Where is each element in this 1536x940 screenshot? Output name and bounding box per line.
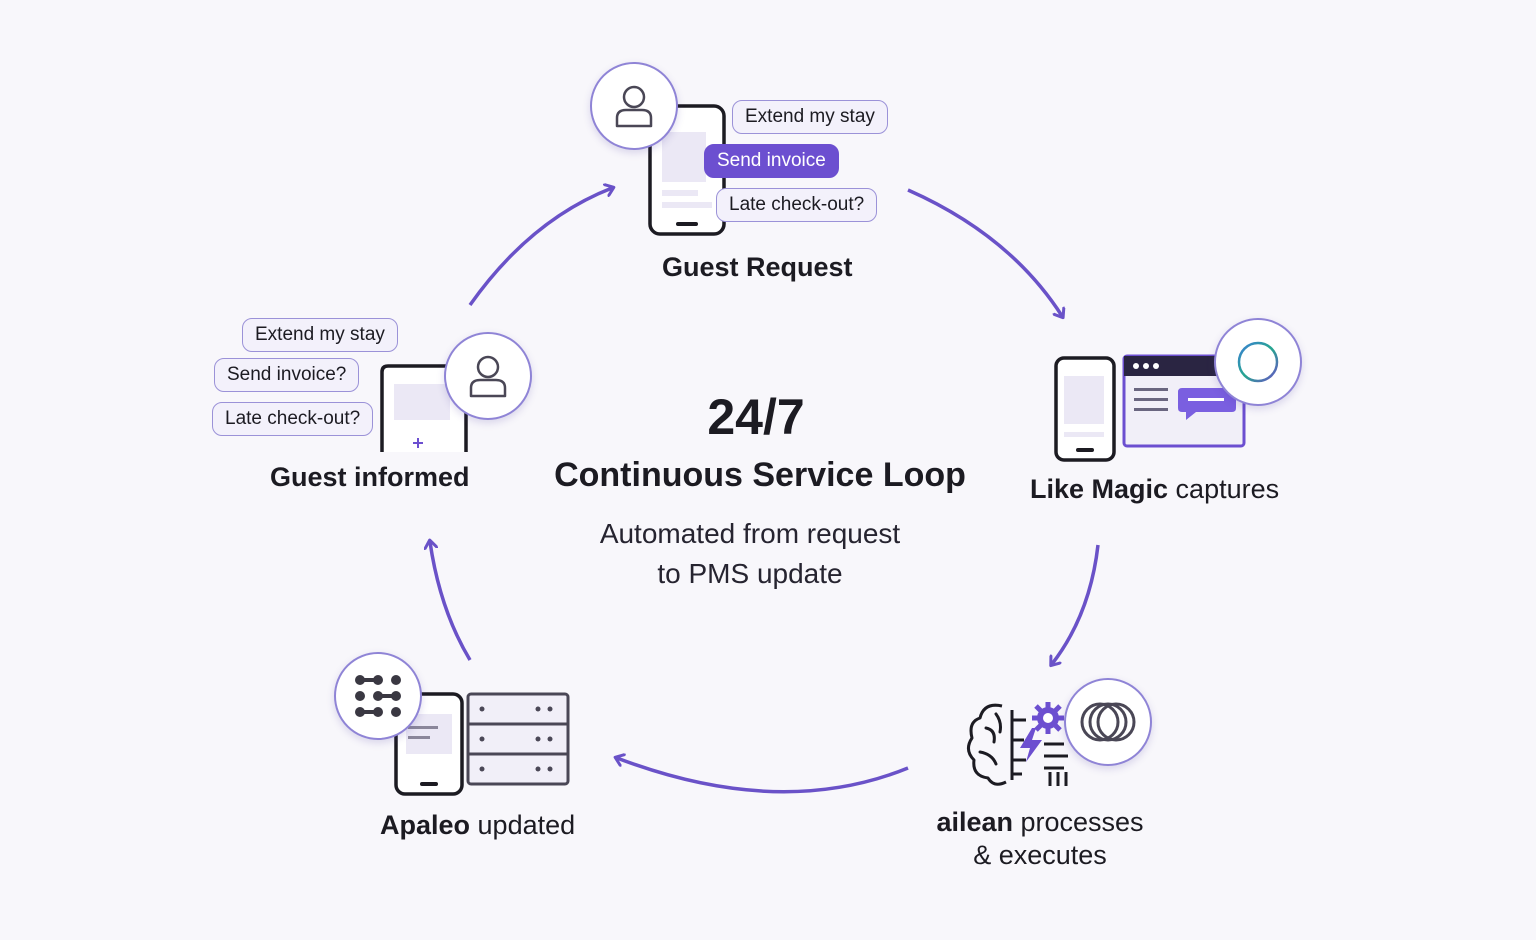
stage-label-ailean-line2: & executes xyxy=(973,840,1107,870)
stage-label-ailean: ailean processes & executes xyxy=(924,806,1156,872)
stage-label-ailean-bold: ailean xyxy=(936,807,1013,837)
gear-icon xyxy=(1032,702,1064,734)
ailean-badge xyxy=(1064,678,1152,766)
user-icon xyxy=(615,85,653,128)
stage-label-ailean-rest: processes xyxy=(1012,807,1144,837)
stage-label-apaleo-bold: Apaleo xyxy=(380,810,471,840)
stage-label-like-magic-rest: captures xyxy=(1168,474,1280,504)
apaleo-badge xyxy=(334,652,422,740)
phone-icon xyxy=(1054,356,1116,462)
request-bubble-extend: Extend my stay xyxy=(732,100,888,134)
request-bubble-checkout: Late check-out? xyxy=(716,188,878,222)
arrow-likemagic-to-ailean xyxy=(1052,544,1100,664)
stage-label-apaleo: Apaleo updated xyxy=(380,810,575,841)
center-headline: 24/7 xyxy=(707,389,805,445)
informed-bubble-invoice: Send invoice? xyxy=(214,358,360,392)
brain-icon xyxy=(967,703,1026,786)
arrow-apaleo-to-informed xyxy=(430,542,472,661)
stage-label-like-magic-bold: Like Magic xyxy=(1030,474,1169,504)
like-magic-badge xyxy=(1214,318,1302,406)
lightning-icon xyxy=(1020,728,1042,762)
phone-icon xyxy=(648,104,726,236)
center-subtitle-line1: Automated from request xyxy=(599,518,901,549)
informed-bubble-extend: Extend my stay xyxy=(242,318,398,352)
stage-label-guest-request: Guest Request xyxy=(662,252,853,282)
server-icon xyxy=(466,692,570,786)
stage-like-magic: Like Magic captures xyxy=(1028,318,1328,518)
stage-guest-informed: Extend my stay Send invoice? Late check-… xyxy=(206,310,536,510)
dot-grid-icon xyxy=(355,675,401,717)
overlapping-rings-icon xyxy=(1080,702,1136,742)
center-title: Continuous Service Loop xyxy=(554,456,966,494)
informed-bubble-checkout: Late check-out? xyxy=(212,402,374,436)
arrow-informed-to-request xyxy=(468,188,612,307)
user-icon xyxy=(469,355,507,398)
ring-icon xyxy=(1237,341,1279,383)
stage-label-like-magic: Like Magic captures xyxy=(1030,474,1279,505)
stage-apaleo: Apaleo updated xyxy=(330,650,610,850)
stage-ailean: ailean processes & executes xyxy=(920,672,1180,882)
arrow-request-to-likemagic xyxy=(907,188,1062,316)
stage-label-guest-informed: Guest informed xyxy=(270,462,470,492)
stage-guest-request: Extend my stay Send invoice Late check-o… xyxy=(580,60,910,290)
chat-icon xyxy=(1178,388,1236,420)
stage-label-apaleo-rest: updated xyxy=(470,810,576,840)
circuit-lines xyxy=(1044,742,1068,786)
user-avatar-badge xyxy=(444,332,532,420)
request-bubble-invoice: Send invoice xyxy=(704,144,839,178)
center-subtitle-line2: to PMS update xyxy=(657,558,843,589)
arrow-ailean-to-apaleo xyxy=(617,758,909,794)
user-avatar-badge xyxy=(590,62,678,150)
